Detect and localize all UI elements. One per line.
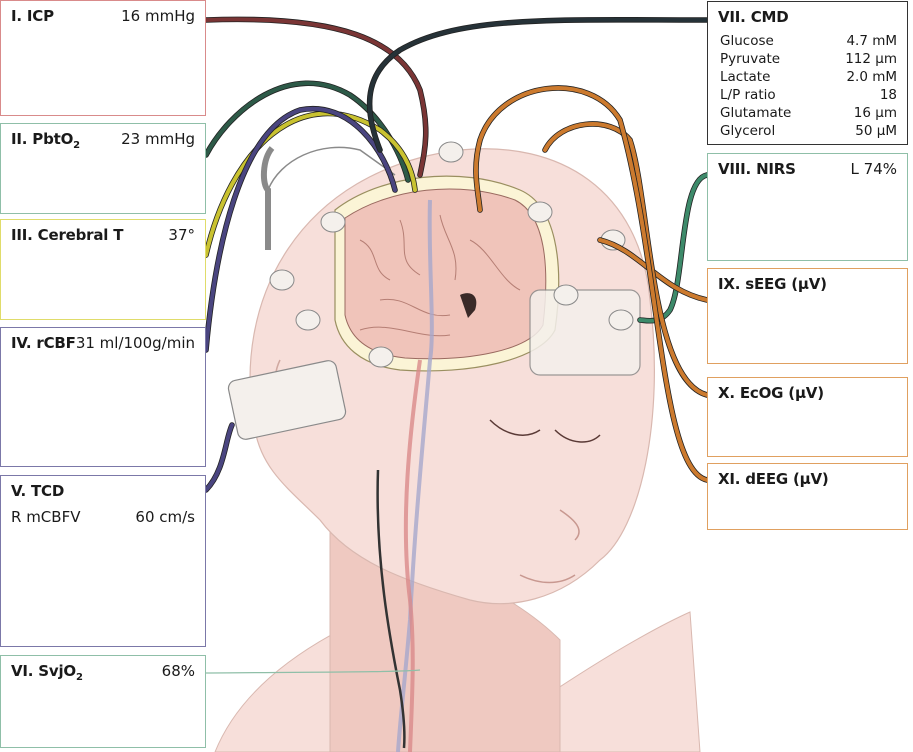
cmd-row: Glycerol 50 µM [720,123,897,139]
microdialysis-vial [260,146,275,250]
tcd-panel: V. TCD R mCBFV 60 cm/s [0,475,206,647]
ecog-title: X. EcOG (µV) [718,384,824,402]
scalp-electrode [438,141,464,163]
closed-eye [554,429,601,443]
gyri [359,214,521,337]
cmd-analyte-value: 2.0 mM [846,69,897,85]
cmd-analyte: Glycerol [720,123,776,139]
scalp-electrode [295,309,321,331]
tcd-title: V. TCD [11,482,65,500]
vein [396,199,434,752]
icp-panel: I. ICP 16 mmHg [0,0,206,116]
scalp-electrode [553,284,579,306]
nirs-cable [638,173,709,323]
deeg-panel: XI. dEEG (µV) [707,463,908,530]
icp-cable [204,17,428,177]
cmd-row: L/P ratio 18 [720,87,897,103]
temp-title: III. Cerebral T [11,226,124,244]
scalp-electrode [527,201,553,223]
icp-title: I. ICP [11,7,54,25]
monitoring-cables [203,16,710,674]
ventricle [460,293,477,318]
cmd-row: Glutamate 16 µm [720,105,897,121]
nirs-title: VIII. NIRS [718,160,796,178]
closed-eye [489,419,541,436]
cmd-row: Glucose 4.7 mM [720,33,897,49]
scalp-electrode [320,211,346,233]
svjo2-panel: VI. SvjO2 68% [0,655,206,748]
rcbf-panel: IV. rCBF 31 ml/100g/min [0,327,206,467]
artery [403,359,422,752]
pbto2-panel: II. PbtO2 23 mmHg [0,123,206,214]
cmd-title: VII. CMD [718,8,789,26]
scalp-electrode [269,269,295,291]
scalp-electrode [368,346,394,368]
svjo2-title: VI. SvjO2 [11,662,83,683]
cmd-analyte: L/P ratio [720,87,776,103]
cmd-analyte: Glucose [720,33,774,49]
rcbf-cable [204,106,397,352]
cmd-analyte-value: 112 µm [845,51,897,67]
cmd-panel: VII. CMD Glucose 4.7 mM Pyruvate 112 µm Lact… [707,1,908,145]
rcbf-title: IV. rCBF [11,334,76,352]
rcbf-value: 31 ml/100g/min [75,334,195,352]
brain-surface [344,188,547,360]
tcd-value: 60 cm/s [135,508,195,526]
tcd-cable [204,423,234,492]
seeg-panel: IX. sEEG (µV) [707,268,908,364]
svjo2-lead [205,669,421,674]
nirs-panel: VIII. NIRS L 74% [707,153,908,261]
nose-mouth [519,509,580,584]
nirs-pad [529,289,641,376]
shoulder [519,611,701,752]
cmd-analyte: Pyruvate [720,51,781,67]
ecog-panel: X. EcOG (µV) [707,377,908,457]
deeg-title: XI. dEEG (µV) [718,470,829,488]
icp-cable-outline [203,16,429,178]
jugular-catheter [376,469,406,749]
cmd-cable [367,17,709,152]
tcd-probe-holder [227,360,347,440]
cmd-analyte: Lactate [720,69,771,85]
pbto2-title: II. PbtO2 [11,130,80,151]
cerebral-temp-panel: III. Cerebral T 37° [0,219,206,320]
svjo2-value: 68% [161,662,195,680]
cmd-row: Lactate 2.0 mM [720,69,897,85]
ecog-cable [543,122,709,397]
nirs-value: L 74% [850,160,897,178]
icp-value: 16 mmHg [121,7,195,25]
temp-value: 37° [168,226,195,244]
cmd-analyte-value: 16 µm [853,105,897,121]
cmd-analyte-value: 50 µM [855,123,897,139]
pbto2-value: 23 mmHg [121,130,195,148]
cmd-analyte-value: 4.7 mM [846,33,897,49]
tcd-subtitle: R mCBFV [11,508,81,526]
vial-tube [267,146,396,191]
head-illustration [214,141,701,752]
cmd-analyte: Glutamate [720,105,792,121]
seeg-title: IX. sEEG (µV) [718,275,827,293]
scalp-electrode [608,309,634,331]
deeg-cable [474,86,709,482]
cmd-row: Pyruvate 112 µm [720,51,897,67]
cmd-analyte-value: 18 [879,87,897,103]
